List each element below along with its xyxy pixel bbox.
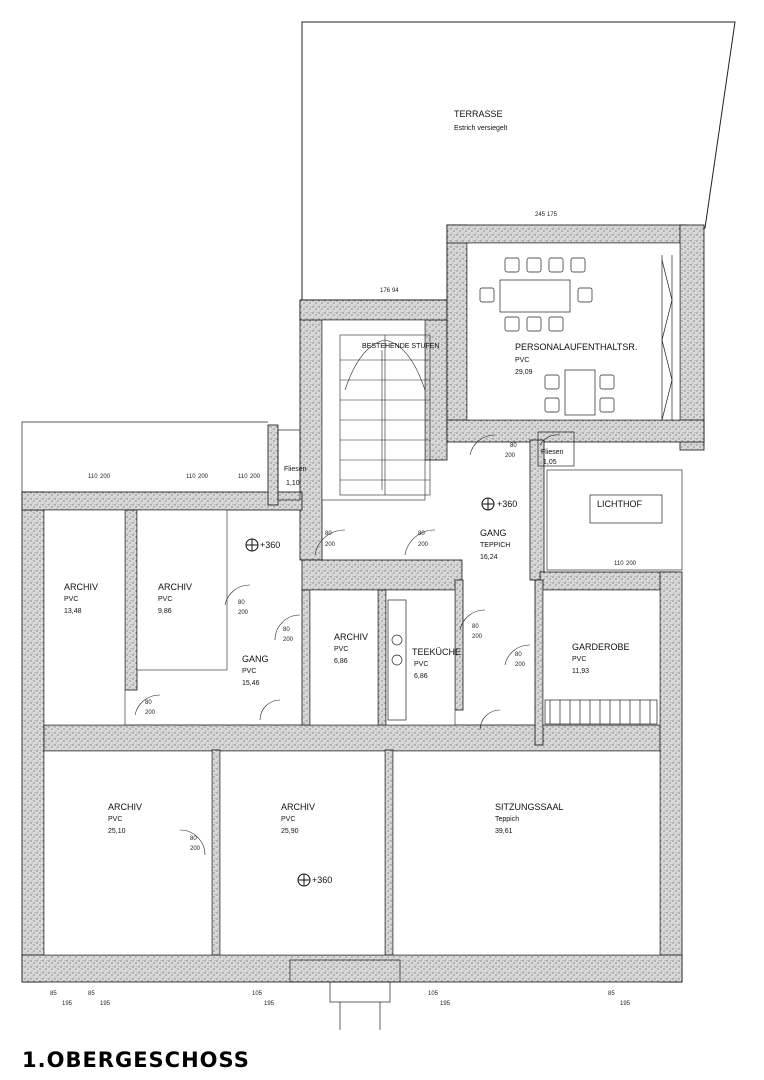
room-area-archiv5: 25,90 bbox=[281, 828, 299, 835]
room-area-gang2: 16,24 bbox=[480, 554, 498, 561]
room-floor-archiv2: PVC bbox=[158, 596, 172, 603]
room-floor-archiv4: PVC bbox=[108, 816, 122, 823]
room-floor-terrasse: Estrich versiegelt bbox=[454, 125, 507, 132]
room-floor-archiv1: PVC bbox=[64, 596, 78, 603]
door-dim: 80 bbox=[472, 624, 479, 630]
window-dim: 105 bbox=[428, 991, 439, 997]
room-area-personal: 29,09 bbox=[515, 369, 533, 376]
doors bbox=[134, 434, 561, 856]
room-name-archiv4: ARCHIV bbox=[108, 802, 142, 812]
room-floor-archiv5: PVC bbox=[281, 816, 295, 823]
door-dim: 80 bbox=[283, 627, 290, 633]
room-name-archiv1: ARCHIV bbox=[64, 582, 98, 592]
door-dim: 200 bbox=[418, 542, 429, 548]
stair-dim: 94 bbox=[392, 288, 399, 294]
room-area-archiv1: 13,48 bbox=[64, 608, 82, 615]
window-dim: 110 bbox=[88, 474, 98, 480]
room-name-gang2: GANG bbox=[480, 528, 507, 538]
window-dim: 110 bbox=[186, 474, 196, 480]
room-floor-garderobe: PVC bbox=[572, 656, 586, 663]
door-dim: 80 bbox=[190, 836, 197, 842]
room-area-archiv4: 25,10 bbox=[108, 828, 126, 835]
room-area-archiv2: 9,86 bbox=[158, 608, 172, 615]
window-dim: 200 bbox=[626, 561, 637, 567]
room-name-garderobe: GARDEROBE bbox=[572, 642, 630, 652]
room-name-sitzung: SITZUNGSSAAL bbox=[495, 802, 564, 812]
door-dim: 80 bbox=[418, 531, 425, 537]
door-dim: 200 bbox=[283, 637, 294, 643]
height-label: +360 bbox=[497, 499, 517, 509]
height-marker-1: +360 bbox=[245, 538, 280, 552]
window-dim: 110 bbox=[238, 474, 248, 480]
door-dim: 80 bbox=[515, 652, 522, 658]
window-dim: 195 bbox=[440, 1001, 451, 1007]
page-title: 1.OBERGESCHOSS bbox=[22, 1048, 250, 1072]
window-dim: 85 bbox=[88, 991, 95, 997]
stair-dim: 175 bbox=[547, 212, 558, 218]
stair-dim: 245 bbox=[535, 212, 546, 218]
window-dim: 195 bbox=[62, 1001, 73, 1007]
door-dim: 80 bbox=[238, 600, 245, 606]
window-dim: 110 bbox=[614, 561, 624, 567]
room-floor-archiv3: PVC bbox=[334, 646, 348, 653]
room-floor-personal: PVC bbox=[515, 357, 529, 364]
room-name-archiv5: ARCHIV bbox=[281, 802, 315, 812]
room-area-fliesen: 1,05 bbox=[543, 459, 557, 466]
room-floor-sitzung: Teppich bbox=[495, 816, 519, 823]
window-dim: 85 bbox=[50, 991, 57, 997]
stair-dim: 176 bbox=[380, 288, 391, 294]
room-area-sitzung: 39,61 bbox=[495, 828, 513, 835]
room-name-stufen: BESTEHENDE STUFEN bbox=[362, 343, 439, 350]
dimension-labels: 80 200 80 200 80 200 80 200 80 200 80 20… bbox=[50, 212, 637, 1007]
height-label: +360 bbox=[260, 540, 280, 550]
room-labels: TERRASSE Estrich versiegelt PERSONALAUFE… bbox=[64, 109, 643, 835]
door-dim: 200 bbox=[190, 846, 201, 852]
door-dim: 80 bbox=[510, 443, 517, 449]
room-name-wc: Fliesen bbox=[284, 466, 307, 473]
rooms-fill bbox=[43, 242, 681, 956]
window-dim: 105 bbox=[252, 991, 263, 997]
room-name-fliesen: Fliesen bbox=[541, 449, 564, 456]
room-name-terrasse: TERRASSE bbox=[454, 109, 503, 119]
entrance bbox=[289, 959, 401, 1030]
window-dim: 195 bbox=[620, 1001, 631, 1007]
room-floor-gang1: PVC bbox=[242, 668, 256, 675]
window-dim: 195 bbox=[100, 1001, 111, 1007]
window-dim: 195 bbox=[264, 1001, 275, 1007]
door-dim: 200 bbox=[472, 634, 483, 640]
room-floor-teekueche: PVC bbox=[414, 661, 428, 668]
door-dim: 200 bbox=[515, 662, 526, 668]
staircase bbox=[339, 334, 431, 496]
room-name-archiv3: ARCHIV bbox=[334, 632, 368, 642]
furniture bbox=[21, 255, 683, 725]
room-name-lichthof: LICHTHOF bbox=[597, 499, 643, 509]
room-name-gang1: GANG bbox=[242, 654, 269, 664]
door-dim: 200 bbox=[145, 710, 156, 716]
height-marker-3: +360 bbox=[297, 873, 332, 887]
room-area-wc: 1,10 bbox=[286, 480, 300, 487]
room-floor-gang2: TEPPICH bbox=[480, 542, 510, 549]
window-dim: 85 bbox=[608, 991, 615, 997]
door-dim: 200 bbox=[238, 610, 249, 616]
door-dim: 80 bbox=[325, 531, 332, 537]
room-name-archiv2: ARCHIV bbox=[158, 582, 192, 592]
room-area-gang1: 15,46 bbox=[242, 680, 260, 687]
door-dim: 200 bbox=[325, 542, 336, 548]
room-area-archiv3: 6,86 bbox=[334, 658, 348, 665]
window-dim: 200 bbox=[250, 474, 261, 480]
height-label: +360 bbox=[312, 875, 332, 885]
room-name-teekueche: TEEKÜCHE bbox=[412, 647, 461, 657]
door-dim: 80 bbox=[145, 700, 152, 706]
door-dim: 200 bbox=[505, 453, 516, 459]
window-dim: 200 bbox=[198, 474, 209, 480]
room-name-personal: PERSONALAUFENTHALTSR. bbox=[515, 342, 637, 352]
window-dim: 200 bbox=[100, 474, 111, 480]
room-area-teekueche: 6,86 bbox=[414, 673, 428, 680]
room-area-garderobe: 11,93 bbox=[572, 668, 589, 675]
height-marker-2: +360 bbox=[481, 497, 517, 511]
